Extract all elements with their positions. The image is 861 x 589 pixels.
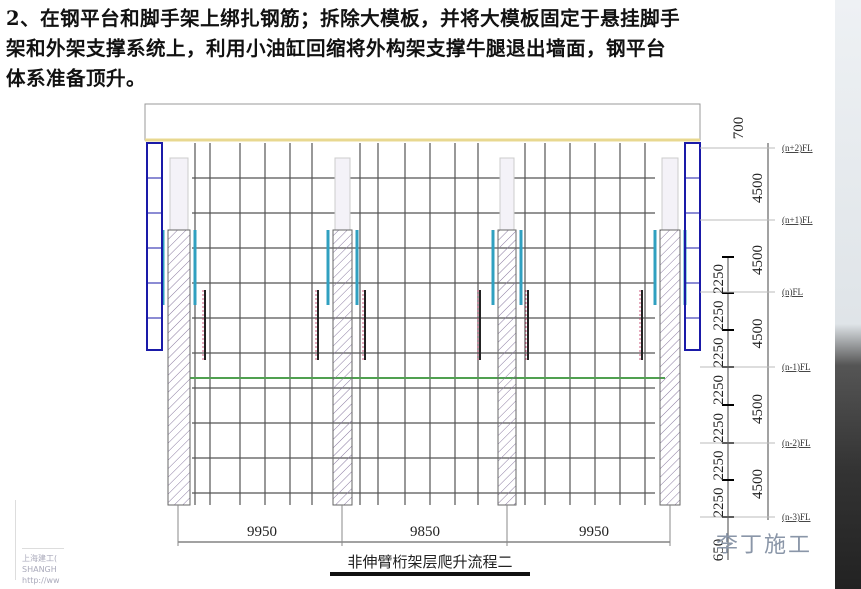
storey-dimension: 4500 <box>750 394 766 424</box>
scaffold-grid <box>144 103 701 505</box>
core-wall <box>332 229 353 506</box>
half-storey-dimension: 2250 <box>711 413 727 443</box>
watermark-divider <box>15 500 16 580</box>
top-dimension: 700 <box>731 117 747 140</box>
wall-upper <box>499 157 515 231</box>
span-dimension: 9950 <box>579 524 609 540</box>
floor-level-label: (n)FL <box>782 287 803 297</box>
core-wall <box>167 229 191 506</box>
bottom-dimension: 650 <box>711 539 727 562</box>
storey-dimension: 4500 <box>750 469 766 499</box>
watermark-right: 李丁施工 <box>716 533 813 558</box>
wall-upper <box>334 157 351 231</box>
floor-level-label: (n-3)FL <box>782 512 811 522</box>
floor-level-label: (n-2)FL <box>782 438 811 448</box>
half-storey-dimension: 2250 <box>711 338 727 368</box>
span-dimension: 9950 <box>247 524 277 540</box>
caption-underline <box>330 572 530 576</box>
dimension-lines <box>177 143 775 560</box>
watermark-line: SHANGH <box>22 565 57 574</box>
diagram-caption: 非伸臂桁架层爬升流程二 <box>347 553 512 571</box>
half-storey-dimension: 2250 <box>711 301 727 331</box>
wall-upper <box>661 157 679 231</box>
hanging-scaffold-frame <box>146 142 163 351</box>
storey-dimension: 4500 <box>750 319 766 349</box>
floor-level-label: (n-1)FL <box>782 362 811 372</box>
core-wall <box>497 229 517 506</box>
heading-text: 2、在钢平台和脚手架上绑扎钢筋；拆除大模板，并将大模板固定于悬挂脚手 架和外架支… <box>6 4 836 94</box>
half-storey-dimension: 2250 <box>711 488 727 518</box>
watermark-left: 上海建工( SHANGH http://ww <box>22 548 64 586</box>
steel-platform <box>144 103 701 141</box>
half-storey-dimension: 2250 <box>711 451 727 481</box>
span-dimension: 9850 <box>410 524 440 540</box>
right-dimension-labels: 700 4500 4500 4500 4500 4500 2250 2250 2250 2250 2… <box>711 117 813 562</box>
wall-upper <box>169 157 189 231</box>
background-photo-strip <box>835 0 861 589</box>
hanging-scaffold-frame <box>684 142 701 351</box>
half-storey-dimension: 2250 <box>711 264 727 294</box>
core-wall <box>659 229 681 506</box>
heading-line: 体系准备顶升。 <box>6 67 147 90</box>
half-storey-dimension: 2250 <box>711 375 727 405</box>
watermark-line: 上海建工( <box>22 554 58 563</box>
heading-line: 架和外架支撑系统上，利用小油缸回缩将外构架支撑牛腿退出墙面，钢平台 <box>6 37 667 60</box>
floor-level-label: (n+2)FL <box>782 143 813 153</box>
storey-dimension: 4500 <box>750 173 766 203</box>
heading-line: 2、在钢平台和脚手架上绑扎钢筋；拆除大模板，并将大模板固定于悬挂脚手 <box>6 7 681 30</box>
core-walls <box>146 142 701 506</box>
floor-level-label: (n+1)FL <box>782 215 813 225</box>
watermark-line: http://ww <box>22 576 60 585</box>
storey-dimension: 4500 <box>750 245 766 275</box>
